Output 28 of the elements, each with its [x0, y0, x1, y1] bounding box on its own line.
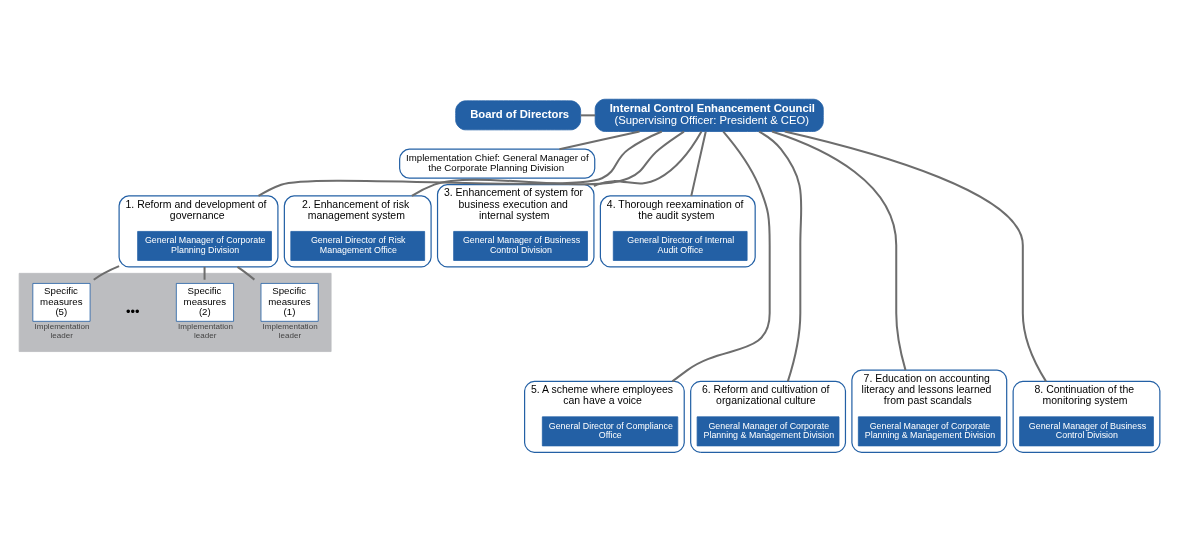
node-box: General Director of Risk Management Office [290, 231, 426, 261]
node-box: Board of Directors [455, 100, 582, 131]
node-box: General Director of Internal Audit Office [612, 231, 748, 261]
node-label: Implementation leader [262, 322, 318, 341]
connector [771, 130, 907, 371]
cluster [18, 272, 332, 352]
label: ••• [126, 303, 140, 319]
connector [411, 130, 685, 197]
node-box: General Manager of Corporate Planning & Management Division [696, 416, 840, 447]
connector [593, 131, 703, 187]
connector [203, 266, 206, 280]
connector [758, 130, 803, 382]
connector [580, 114, 596, 117]
node-box: General Manager of Business Control Division [1019, 416, 1154, 447]
connector [671, 130, 771, 383]
node-box: General Manager of Corporate Planning & Management Division [857, 416, 1001, 447]
node-box: General Director of Compliance Office [541, 416, 679, 447]
node-box: General Manager of Business Control Division [453, 231, 588, 261]
connector [784, 130, 1047, 382]
node-box: General Manager of Corporate Planning Division [137, 231, 272, 261]
connector [690, 131, 707, 197]
node-box: Implementation Chief: General Manager of the Corporate Planning Division [399, 148, 596, 179]
node-label: Implementation leader [34, 322, 90, 341]
connector [257, 130, 663, 197]
connector [236, 266, 255, 281]
node-label: Implementation leader [177, 322, 233, 341]
connector [93, 265, 120, 281]
node-box: Internal Control Enhancement Council (Supervising Officer: President & CEO) [594, 98, 824, 132]
